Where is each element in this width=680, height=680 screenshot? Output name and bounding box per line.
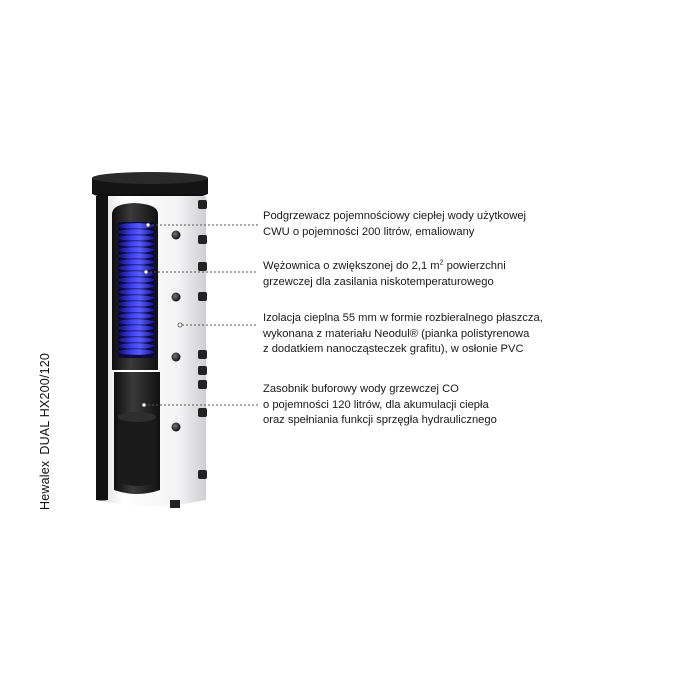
- coil-winding: [116, 300, 156, 308]
- callout-line: grzewczej dla zasilania niskotemperaturo…: [263, 275, 494, 288]
- callout-line: z dodatkiem nanocząsteczek grafitu), w o…: [263, 343, 524, 355]
- callout-dhw-heater: Podgrzewacz pojemnościowy ciepłej wody u…: [263, 209, 526, 240]
- coil-winding: [116, 330, 156, 338]
- heating-coil: [116, 222, 156, 358]
- callout-line-tail: powierzchni: [443, 260, 506, 272]
- coil-winding: [116, 348, 156, 356]
- callout-coil: Wężownica o zwiększonej do 2,1 m2 powier…: [263, 259, 506, 290]
- coil-winding: [116, 264, 156, 272]
- coil-winding: [116, 336, 156, 344]
- callout-line: oraz spełniania funkcji sprzęgła hydraul…: [263, 414, 497, 426]
- callout-line: Izolacja cieplna 55 mm w formie rozbiera…: [263, 312, 543, 324]
- brand-name: Hewalex: [38, 460, 52, 510]
- callout-buffer-tank: Zasobnik buforowy wody grzewczej CO o po…: [263, 382, 497, 429]
- callout-line: Zasobnik buforowy wody grzewczej CO: [263, 383, 459, 395]
- coil-winding: [116, 306, 156, 314]
- callout-insulation: Izolacja cieplna 55 mm w formie rozbiera…: [263, 311, 543, 358]
- buffer-inner-tank: [114, 372, 160, 494]
- coil-winding: [116, 240, 156, 248]
- coil-winding: [116, 252, 156, 260]
- coil-winding: [116, 312, 156, 320]
- callout-line: Podgrzewacz pojemnościowy ciepłej wody u…: [263, 210, 527, 222]
- tank-lid: [92, 172, 208, 200]
- callout-line: wykonana z materiału Neodul® (pianka pol…: [263, 327, 530, 340]
- leader-lines: [144, 224, 258, 406]
- superscript: 2: [439, 259, 444, 267]
- callout-line: Wężownica o zwiększonej do 2,1 m: [263, 260, 440, 272]
- coil-winding: [116, 294, 156, 302]
- connection-ports: [170, 200, 207, 508]
- coil-winding: [116, 288, 156, 296]
- coil-winding: [116, 276, 156, 284]
- coil-winding: [116, 282, 156, 290]
- callout-line: CWU o pojemności 200 litrów, emaliowany: [263, 225, 475, 238]
- callout-line: o pojemności 120 litrów, dla akumulacji …: [263, 398, 489, 411]
- coil-winding: [116, 246, 156, 254]
- coil-winding: [116, 234, 156, 242]
- coil-winding: [116, 342, 156, 350]
- coil-winding: [116, 270, 156, 278]
- coil-winding: [116, 258, 156, 266]
- product-model-label: Hewalex DUAL HX200/120: [38, 320, 58, 510]
- coil-winding: [116, 228, 156, 236]
- leader-dots: [141, 222, 183, 408]
- coil-winding: [116, 318, 156, 326]
- coil-winding: [116, 324, 156, 332]
- callout-line-with-superscript: Wężownica o zwiększonej do 2,1 m2 powier…: [263, 259, 506, 275]
- model-name: DUAL HX200/120: [38, 352, 52, 455]
